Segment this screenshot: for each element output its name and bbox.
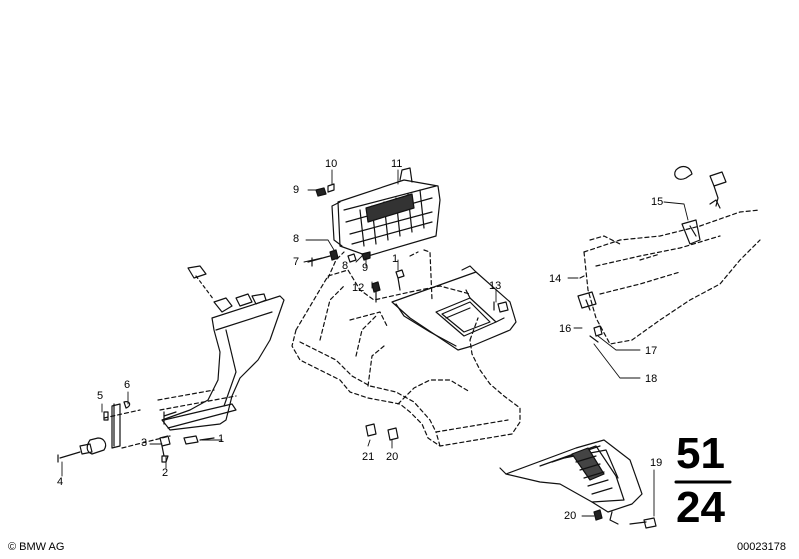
section-code-group: 51 bbox=[676, 429, 725, 478]
callout-20-b: 20 bbox=[564, 510, 577, 522]
callout-12: 12 bbox=[352, 282, 365, 294]
callout-13: 13 bbox=[489, 280, 502, 292]
callout-2: 2 bbox=[162, 467, 169, 479]
callout-14: 14 bbox=[549, 273, 562, 285]
callout-8: 8 bbox=[293, 233, 300, 245]
section-code-subgroup: 24 bbox=[676, 483, 725, 532]
callout-7: 7 bbox=[293, 256, 300, 268]
copyright-label: © BMW AG bbox=[8, 541, 65, 553]
glove-box-latch bbox=[577, 165, 727, 343]
callout-17: 17 bbox=[645, 345, 658, 357]
callout-10: 10 bbox=[325, 158, 338, 170]
callout-18: 18 bbox=[645, 373, 658, 385]
callout-8-b: 8 bbox=[342, 260, 349, 272]
callout-4: 4 bbox=[57, 476, 64, 488]
glove-box-lock bbox=[583, 209, 761, 345]
callout-20: 20 bbox=[386, 451, 399, 463]
section-code-sub-wrapper: 24 bbox=[672, 486, 736, 530]
side-trim-panel bbox=[157, 265, 285, 431]
radio-console-housing bbox=[331, 167, 441, 257]
callout-16: 16 bbox=[559, 323, 572, 335]
callout-11: 11 bbox=[391, 158, 403, 170]
image-number: 00023178 bbox=[737, 541, 786, 553]
shift-lever-cover bbox=[391, 265, 517, 351]
console-screws bbox=[307, 183, 371, 267]
center-small-parts bbox=[365, 269, 509, 441]
callout-3: 3 bbox=[141, 437, 148, 449]
lower-left-fasteners bbox=[57, 401, 215, 463]
callout-1-b: 1 bbox=[392, 253, 399, 265]
callout-1: 1 bbox=[218, 433, 225, 445]
center-console-body bbox=[291, 249, 521, 447]
callout-15: 15 bbox=[651, 196, 664, 208]
callout-19: 19 bbox=[650, 457, 663, 469]
callout-5: 5 bbox=[97, 390, 104, 402]
callout-21: 21 bbox=[362, 451, 375, 463]
gear-selector-trim bbox=[499, 439, 657, 529]
callout-6: 6 bbox=[124, 379, 131, 391]
callout-9: 9 bbox=[293, 184, 300, 196]
callout-9-b: 9 bbox=[362, 262, 369, 274]
leader-lines bbox=[61, 169, 689, 517]
